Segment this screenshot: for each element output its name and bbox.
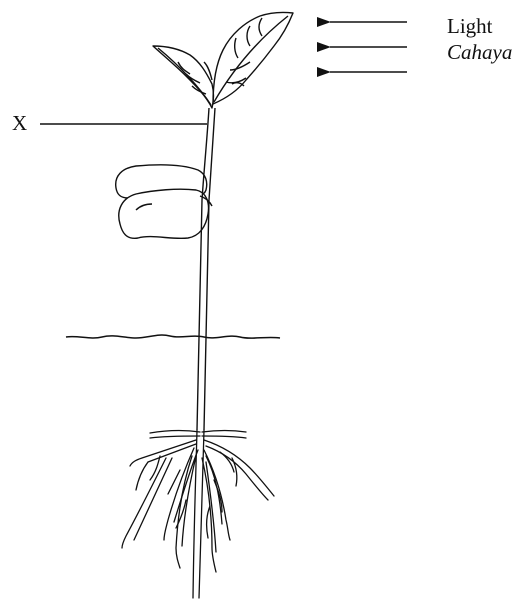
left-leaf-vein	[158, 48, 211, 105]
cotyledons	[116, 165, 212, 239]
light-label: Light	[447, 16, 493, 37]
lower-cotyledon	[119, 189, 209, 238]
light-translation-label: Cahaya	[447, 42, 512, 63]
part-x-label: X	[12, 113, 27, 134]
soil-line	[66, 335, 280, 338]
right-leaf	[213, 12, 293, 104]
right-leaf-vein	[214, 16, 288, 102]
leaves	[153, 12, 293, 108]
light-arrows	[330, 22, 407, 72]
roots	[122, 430, 274, 598]
left-leaf	[153, 46, 214, 108]
stem	[197, 108, 215, 430]
